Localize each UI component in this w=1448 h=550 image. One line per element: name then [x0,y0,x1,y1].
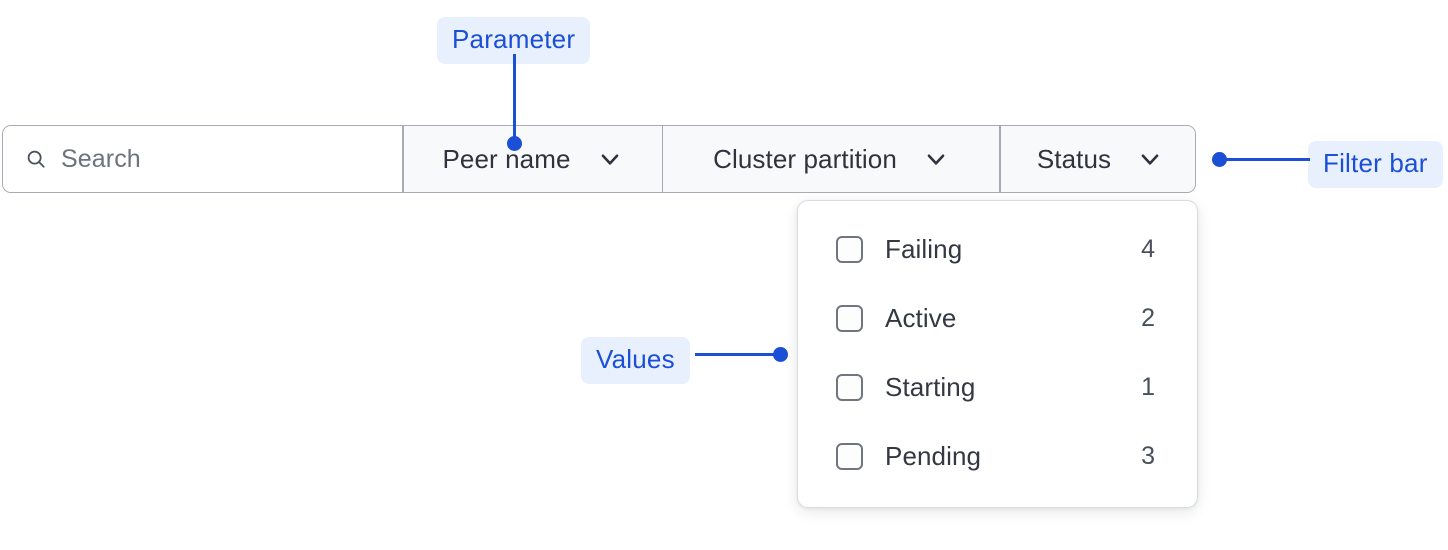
filter-dropdown-cluster-partition[interactable]: Cluster partition [663,126,999,192]
chevron-down-icon [601,154,618,165]
list-item[interactable]: Pending 3 [798,422,1197,491]
filter-dropdown-peer-name[interactable]: Peer name [403,126,662,192]
list-item-label: Failing [885,234,963,264]
list-item[interactable]: Starting 1 [798,353,1197,422]
checkbox[interactable] [836,236,863,263]
search-field[interactable]: Search [3,126,402,192]
search-input-placeholder[interactable]: Search [61,144,141,173]
filter-divider-3 [999,126,1001,192]
checkbox[interactable] [836,305,863,332]
list-item-count: 1 [1141,373,1155,401]
list-item[interactable]: Failing 4 [798,215,1197,284]
checkbox[interactable] [836,374,863,401]
filter-divider-2 [661,126,663,192]
annotation-leader-line-values [695,353,781,356]
checkbox[interactable] [836,443,863,470]
list-item-count: 3 [1141,442,1155,470]
chevron-down-icon [927,154,945,165]
annotation-anchor-dot-filter-bar [1212,152,1227,167]
list-item-label: Pending [885,441,982,471]
annotation-label-values: Values [581,337,690,384]
list-item-count: 4 [1141,235,1155,263]
annotation-label-filter-bar: Filter bar [1308,141,1443,188]
list-item[interactable]: Active 2 [798,284,1197,353]
list-item-label: Active [885,303,957,333]
annotation-leader-line-parameter [513,54,516,144]
filter-dropdown-peer-name-label: Peer name [442,143,571,174]
filter-dropdown-cluster-partition-label: Cluster partition [713,143,897,174]
annotation-anchor-dot-parameter [507,136,522,151]
search-icon [27,150,45,168]
annotation-leader-line-filter-bar [1224,158,1310,161]
status-values-dropdown-panel: Failing 4 Active 2 Starting 1 Pending 3 [797,200,1198,508]
filter-dropdown-status[interactable]: Status [1000,126,1195,192]
filter-dropdown-status-label: Status [1036,143,1112,174]
filter-bar: Search Peer name Cluster partition Statu… [2,125,1196,193]
list-item-label: Starting [885,372,976,402]
list-item-count: 2 [1141,304,1155,332]
filter-divider-1 [402,126,404,192]
chevron-down-icon [1141,154,1159,165]
annotation-anchor-dot-values [773,347,788,362]
